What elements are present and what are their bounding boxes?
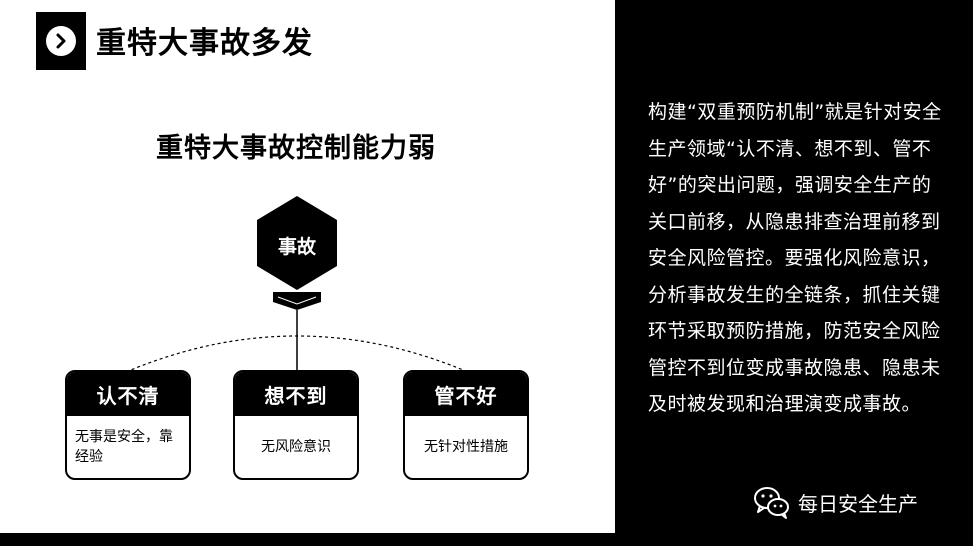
card-guanbuhao: 管不好 无针对性措施 — [403, 370, 529, 480]
card-body: 无风险意识 — [261, 439, 331, 455]
subtitle: 重特大事故控制能力弱 — [156, 133, 436, 164]
slide: 重特大事故多发 重特大事故控制能力弱 事故 认不清 无事是安全，靠经验 想不到 … — [0, 0, 615, 533]
wechat-icon — [754, 487, 789, 519]
header-title: 重特大事故多发 — [96, 26, 313, 61]
header-icon-box — [36, 12, 86, 70]
tree-diagram — [125, 196, 469, 373]
chevron-right-icon — [46, 26, 76, 56]
center-node-label: 事故 — [277, 236, 316, 258]
card-renbuqing: 认不清 无事是安全，靠经验 — [65, 370, 191, 480]
brand-watermark: 每日安全生产 — [752, 482, 918, 522]
dashed-arc — [125, 335, 469, 373]
card-body: 无事是安全，靠经验 — [75, 429, 173, 465]
card-title: 管不好 — [405, 372, 527, 416]
card-xiangbudao: 想不到 无风险意识 — [233, 370, 359, 480]
brand-name: 每日安全生产 — [798, 491, 918, 516]
center-hexagon — [257, 196, 337, 290]
down-chevron — [273, 292, 321, 310]
card-body: 无针对性措施 — [424, 439, 508, 455]
description-text: 构建“双重预防机制”就是针对安全生产领域“认不清、想不到、管不好”的突出问题，强… — [648, 101, 942, 415]
card-title: 想不到 — [235, 372, 357, 416]
card-title: 认不清 — [67, 372, 189, 416]
